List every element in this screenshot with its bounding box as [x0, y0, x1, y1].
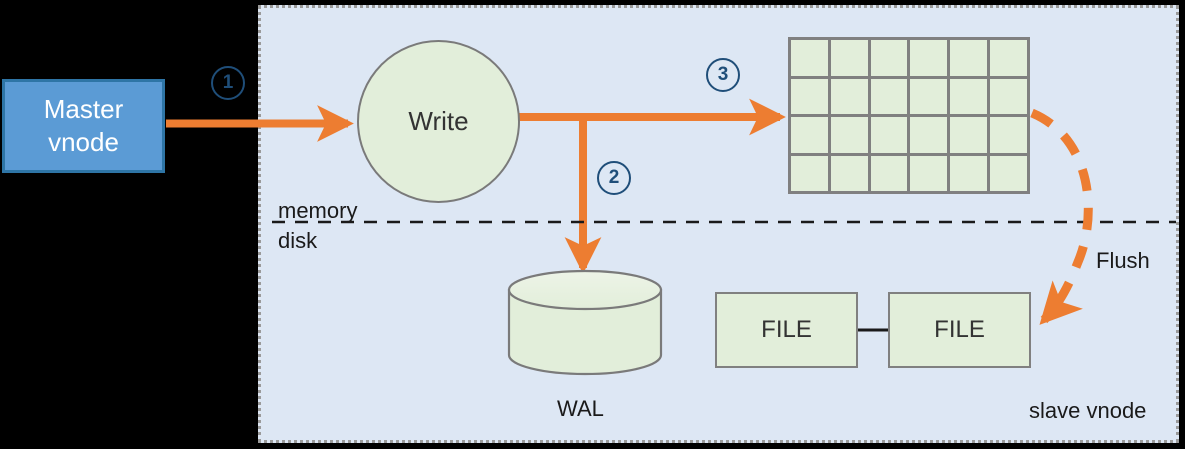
- step-1-badge: 1: [211, 66, 245, 100]
- file-box-1-label: FILE: [761, 316, 812, 343]
- memtable-cell: [990, 78, 1027, 114]
- memtable-cell: [950, 78, 988, 114]
- step-1-number: 1: [222, 72, 234, 93]
- memtable-cell: [990, 40, 1027, 76]
- memtable-cell: [910, 78, 948, 114]
- memory-label: memory: [278, 198, 358, 223]
- memtable-cell: [830, 78, 868, 114]
- step-2-number: 2: [608, 167, 620, 188]
- memtable-cell: [870, 40, 908, 76]
- wal-cylinder-shape: [507, 269, 663, 376]
- memtable-cell: [910, 40, 948, 76]
- memtable-cell: [791, 155, 828, 191]
- write-node[interactable]: Write: [357, 40, 520, 203]
- memtable-cell: [990, 155, 1027, 191]
- flush-arrow: [1030, 108, 1093, 325]
- step-3-badge: 3: [706, 58, 740, 92]
- disk-label: disk: [278, 228, 318, 253]
- memtable-cell: [910, 117, 948, 153]
- memtable-cell: [830, 40, 868, 76]
- memtable-cell: [990, 117, 1027, 153]
- master-vnode-label-line2: vnode: [48, 127, 119, 157]
- memtable-cell: [830, 117, 868, 153]
- file-box-1[interactable]: FILE: [715, 292, 858, 368]
- memtable-cell: [791, 40, 828, 76]
- memtable-cell: [950, 40, 988, 76]
- master-vnode-box[interactable]: Master vnode: [2, 79, 165, 173]
- flush-label: Flush: [1096, 248, 1150, 273]
- memtable-cell: [950, 155, 988, 191]
- slave-vnode-label: slave vnode: [1029, 398, 1147, 423]
- step-3-number: 3: [717, 64, 729, 85]
- master-vnode-label-line1: Master: [43, 93, 124, 124]
- memtable-cell: [791, 117, 828, 153]
- memtable-grid[interactable]: [788, 37, 1030, 194]
- write-node-label: Write: [408, 106, 469, 136]
- memtable-cell: [830, 155, 868, 191]
- memtable-cell: [870, 78, 908, 114]
- memtable-cell: [950, 117, 988, 153]
- wal-label: WAL: [557, 396, 604, 421]
- file-box-2[interactable]: FILE: [888, 292, 1031, 368]
- memtable-cell: [910, 155, 948, 191]
- memtable-cell: [791, 78, 828, 114]
- memtable-cell: [870, 155, 908, 191]
- file-box-2-label: FILE: [934, 316, 985, 343]
- memtable-cell: [870, 117, 908, 153]
- step-2-badge: 2: [597, 161, 631, 195]
